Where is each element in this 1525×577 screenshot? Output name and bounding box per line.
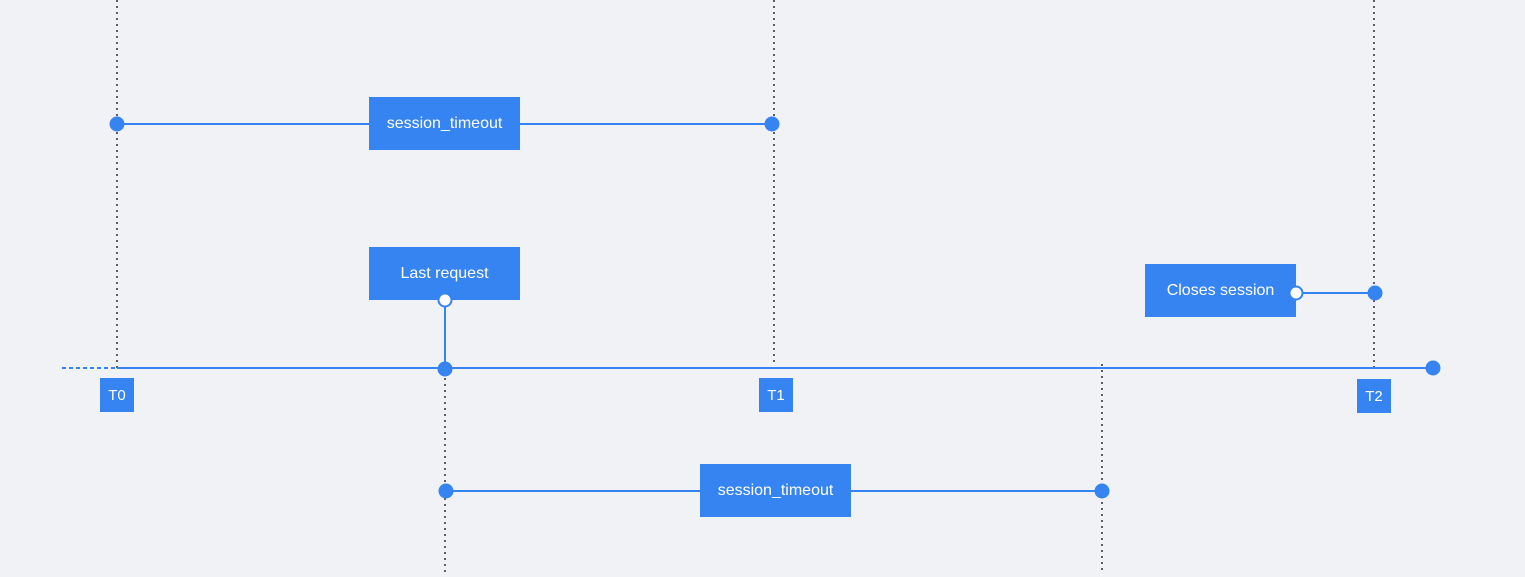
last-request-timeline-dot: [437, 361, 453, 377]
timeline-marker-t1: T1: [759, 378, 793, 412]
timeline-marker-t0: T0: [100, 378, 134, 412]
timeline-marker-t2: T2: [1357, 379, 1391, 413]
last-request-label: Last request: [369, 247, 520, 300]
session-timeout-label-bottom: session_timeout: [700, 464, 851, 517]
closes-session-label: Closes session: [1145, 264, 1296, 317]
timeline-end-dot: [1425, 360, 1441, 376]
top-timeout-end-dot: [764, 116, 780, 132]
closes-session-dot: [1367, 285, 1383, 301]
bottom-timeout-start-dot: [438, 483, 454, 499]
top-timeout-start-dot: [109, 116, 125, 132]
session-timeout-label-top: session_timeout: [369, 97, 520, 150]
bottom-timeout-end-dot: [1094, 483, 1110, 499]
